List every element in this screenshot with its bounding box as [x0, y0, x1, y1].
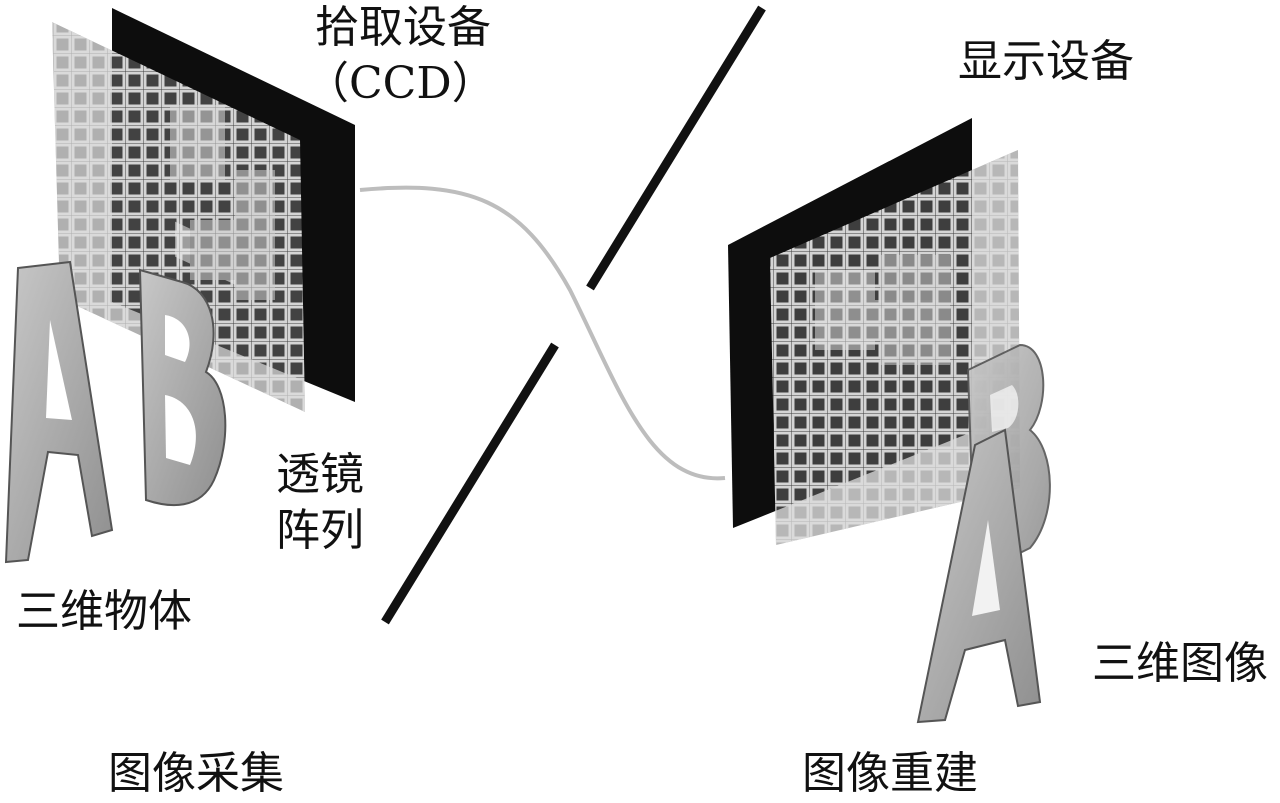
image-3d-label: 三维图像 — [1092, 642, 1268, 686]
divider-lower — [385, 345, 555, 622]
pickup-device-ccd-label: （CCD） — [305, 62, 496, 106]
signal-cable — [360, 188, 725, 479]
image-capture-label: 图像采集 — [108, 752, 284, 796]
display-device-label: 显示设备 — [958, 40, 1134, 84]
lens-array-label-line1: 透镜 — [276, 453, 364, 497]
elemental-image-right — [815, 255, 950, 365]
image-reconstruction-label: 图像重建 — [802, 752, 978, 796]
lens-array-label-line2: 阵列 — [276, 509, 364, 553]
object-3d-label: 三维物体 — [16, 590, 192, 634]
pickup-device-label: 拾取设备 — [315, 6, 491, 50]
lens-array-label: 透镜 阵列 — [276, 453, 364, 553]
